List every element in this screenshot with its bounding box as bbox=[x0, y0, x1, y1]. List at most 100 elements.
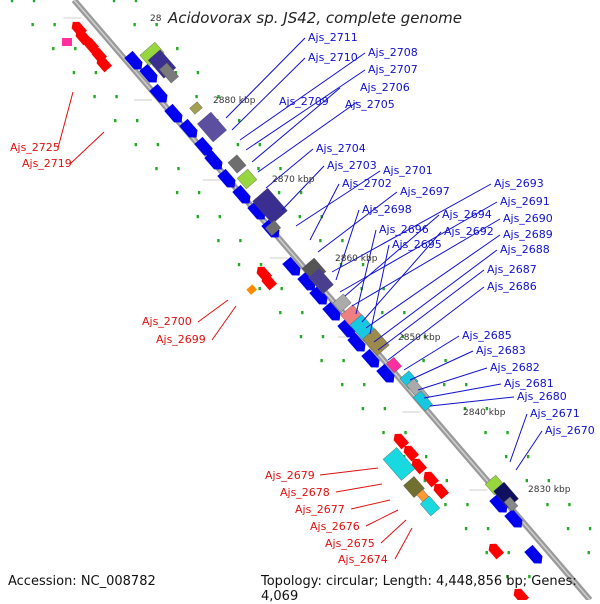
guide-dot bbox=[195, 95, 198, 99]
guide-dot bbox=[341, 239, 344, 243]
guide-dot bbox=[485, 407, 489, 411]
annotation-box bbox=[419, 495, 441, 517]
leader-line bbox=[409, 350, 474, 381]
forward-gene-arrow bbox=[504, 508, 523, 528]
leader-line bbox=[281, 165, 325, 211]
small-feature bbox=[246, 284, 257, 295]
guide-dot bbox=[319, 239, 322, 243]
tick-marks bbox=[63, 17, 488, 491]
guide-dot bbox=[280, 287, 283, 291]
guide-dot bbox=[301, 311, 304, 315]
guide-dot bbox=[258, 143, 262, 147]
leader-line bbox=[351, 218, 501, 307]
leader-line bbox=[377, 269, 485, 351]
leader-line bbox=[309, 183, 340, 241]
guide-dot bbox=[238, 119, 241, 123]
guide-dot bbox=[486, 527, 490, 531]
forward-gene-arrow bbox=[124, 50, 143, 70]
leader-line bbox=[355, 229, 377, 315]
gene-label: Ajs_2675 bbox=[325, 537, 375, 550]
gene-label: Ajs_2702 bbox=[342, 177, 392, 190]
guide-dot bbox=[174, 71, 178, 75]
reverse-gene-arrow bbox=[411, 458, 428, 475]
gene-label: Ajs_2725 bbox=[10, 141, 60, 154]
leader-line bbox=[295, 170, 381, 227]
leader-line bbox=[265, 148, 314, 189]
gene-label: Ajs_2701 bbox=[383, 164, 433, 177]
annotation-box bbox=[189, 101, 203, 115]
gene-label: Ajs_2677 bbox=[295, 503, 345, 516]
gene-label: Ajs_2708 bbox=[368, 46, 418, 59]
guide-dot bbox=[588, 527, 592, 531]
annotation-box bbox=[159, 62, 179, 84]
guide-dot bbox=[506, 431, 509, 435]
guide-dot bbox=[504, 455, 508, 459]
guide-dot bbox=[507, 551, 510, 555]
reverse-gene-arrow bbox=[513, 588, 530, 600]
leader-line bbox=[417, 367, 488, 391]
guide-dot bbox=[443, 383, 446, 387]
leader-line bbox=[403, 335, 460, 371]
leader-line bbox=[319, 467, 379, 476]
guide-dot bbox=[177, 167, 180, 171]
leader-line bbox=[317, 191, 398, 253]
annotation-box bbox=[236, 168, 258, 190]
guide-dot bbox=[320, 359, 323, 363]
guide-dot bbox=[32, 0, 36, 3]
guide-dot bbox=[236, 143, 240, 147]
tick-label: 2860 kbp bbox=[335, 254, 378, 264]
gene-label: Ajs_2700 bbox=[142, 315, 192, 328]
annotation-box bbox=[308, 267, 334, 295]
leader-line bbox=[211, 305, 237, 341]
gene-label: Ajs_2687 bbox=[487, 263, 537, 276]
leader-line bbox=[69, 131, 105, 165]
forward-gene-arrow bbox=[217, 168, 236, 188]
label-leader-lines bbox=[57, 37, 543, 560]
guide-dot bbox=[464, 527, 468, 531]
guide-dot bbox=[382, 287, 385, 291]
guide-dot bbox=[547, 479, 550, 483]
guide-dot bbox=[217, 239, 220, 243]
guide-dot bbox=[463, 407, 467, 411]
forward-gene-arrow bbox=[247, 200, 266, 220]
gene-label: Ajs_2703 bbox=[327, 159, 377, 172]
leader-line bbox=[197, 299, 229, 323]
gene-label: Ajs_2705 bbox=[345, 98, 395, 111]
guide-dot bbox=[52, 47, 55, 51]
leader-line bbox=[380, 519, 407, 544]
leader-line bbox=[335, 209, 360, 281]
guide-dot bbox=[506, 575, 509, 579]
leader-line bbox=[331, 183, 492, 273]
gene-label: Ajs_2719 bbox=[22, 157, 72, 170]
leader-line bbox=[339, 201, 498, 293]
reverse-gene-arrow bbox=[393, 433, 410, 450]
annotation-box bbox=[332, 293, 352, 313]
guide-dot bbox=[279, 311, 282, 315]
forward-gene-arrow bbox=[139, 63, 158, 83]
guide-dot bbox=[175, 191, 179, 195]
annotation-box bbox=[252, 187, 288, 225]
guide-dot bbox=[382, 431, 385, 435]
guide-dot bbox=[361, 263, 365, 267]
annotation-box bbox=[386, 356, 402, 374]
guide-dot bbox=[217, 95, 220, 99]
guide-dot bbox=[321, 335, 325, 339]
annotation-box bbox=[362, 328, 390, 356]
leader-line bbox=[387, 286, 485, 361]
gene-label: Ajs_2711 bbox=[308, 31, 358, 44]
forward-gene-arrow bbox=[232, 184, 251, 204]
guide-dot bbox=[383, 407, 387, 411]
guide-dot bbox=[239, 239, 242, 243]
forward-gene-arrow bbox=[282, 256, 301, 276]
guide-dot bbox=[444, 503, 447, 507]
annotation-box bbox=[197, 111, 227, 143]
guide-dot bbox=[404, 431, 407, 435]
guide-dot bbox=[465, 383, 468, 387]
reverse-gene-arrow bbox=[488, 543, 505, 560]
guide-dot bbox=[422, 359, 425, 363]
gene-label: Ajs_2690 bbox=[503, 212, 553, 225]
gene-label: Ajs_2680 bbox=[517, 390, 567, 403]
leader-line bbox=[344, 214, 440, 297]
leader-line bbox=[245, 69, 366, 151]
gene-label: Ajs_2695 bbox=[392, 238, 442, 251]
